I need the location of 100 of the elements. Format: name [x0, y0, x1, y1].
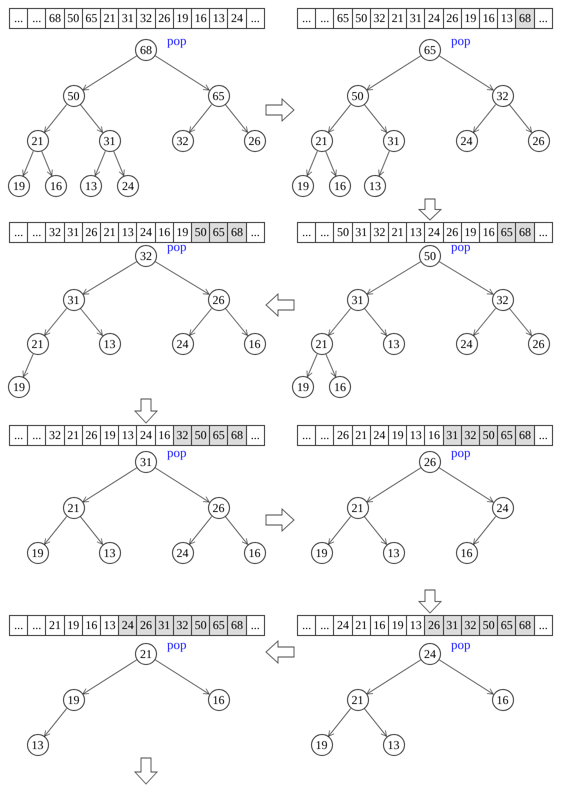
array-cell: ...	[9, 615, 28, 636]
heap-node: 65	[208, 85, 230, 107]
heap-node: 26	[208, 497, 230, 519]
step-arrow	[418, 590, 442, 614]
heap-node: 19	[8, 175, 30, 197]
array-cell: 13	[406, 222, 426, 243]
array-cell: 65	[497, 615, 516, 636]
heap-node: 32	[492, 85, 514, 107]
array-cell: ...	[297, 8, 316, 29]
array-cell: 68	[515, 615, 535, 636]
pop-label: pop	[451, 445, 470, 461]
array-cell: 50	[191, 615, 210, 636]
array-cell: 16	[370, 615, 389, 636]
tree-arrow	[364, 708, 388, 737]
pop-label: pop	[451, 637, 470, 653]
array-cell: 24	[370, 425, 389, 446]
array-cell: 19	[460, 8, 480, 29]
array-cell: 65	[82, 8, 101, 29]
array-cell: ...	[27, 425, 46, 446]
array-cell: 26	[82, 222, 101, 243]
pop-label: pop	[167, 637, 186, 653]
tree-arrow	[188, 104, 212, 133]
array-cell: 19	[64, 615, 83, 636]
array-cell: 16	[154, 425, 174, 446]
tree-arrow	[82, 467, 138, 503]
heap-node: 19	[292, 175, 314, 197]
heap-node: 16	[492, 689, 514, 711]
array-cell: 68	[515, 425, 535, 446]
tree-arrow	[438, 55, 494, 91]
array-cell: 50	[191, 222, 210, 243]
array-cell: ...	[246, 615, 265, 636]
array-cell: 19	[388, 425, 408, 446]
heap-node: 21	[26, 130, 48, 152]
heap-node: 16	[329, 376, 351, 398]
array-cell: 19	[172, 8, 192, 29]
heap-node: 21	[310, 130, 332, 152]
pop-label: pop	[451, 33, 470, 49]
array-cell: ...	[534, 425, 553, 446]
array-cell: 26	[154, 8, 174, 29]
array-cell: 19	[388, 615, 408, 636]
heap-node: 19	[26, 542, 48, 564]
heap-node: 31	[135, 451, 157, 473]
step-arrow	[265, 292, 294, 318]
tree-arrow	[325, 150, 337, 176]
tree-arrow	[41, 150, 53, 176]
tree-arrow	[189, 308, 212, 336]
array-cell: 21	[388, 222, 408, 243]
tree-arrow	[438, 467, 494, 503]
heap-node: 32	[492, 289, 514, 311]
tree-arrow	[378, 150, 390, 176]
array-cell: 50	[479, 425, 498, 446]
tree-arrow	[438, 261, 494, 295]
array-cell: 65	[497, 222, 516, 243]
heap-node: 24	[492, 497, 514, 519]
array-cell: 21	[100, 222, 120, 243]
tree-arrow	[44, 104, 68, 133]
array-cell: 32	[136, 8, 156, 29]
tree-arrow	[22, 354, 34, 378]
array-cell: 26	[82, 425, 101, 446]
array-cell: ...	[534, 8, 553, 29]
tree-arrow	[364, 308, 387, 336]
tree-arrow	[94, 150, 106, 176]
array-cell: 32	[45, 425, 65, 446]
array-cell: 50	[64, 8, 83, 29]
tree-arrow	[328, 708, 352, 737]
heap-node: 16	[244, 333, 266, 355]
array-cell: 31	[64, 222, 83, 243]
tree-arrow	[113, 150, 125, 176]
tree-arrow	[328, 516, 352, 545]
array-cell: 31	[118, 8, 138, 29]
tree-arrow	[22, 150, 34, 176]
heap-node: 19	[292, 376, 314, 398]
heap-node: 13	[382, 734, 404, 756]
heap-node: 21	[26, 333, 48, 355]
heap-node: 24	[172, 542, 194, 564]
array-cell: ...	[9, 8, 28, 29]
array-cell: 19	[100, 425, 120, 446]
step-arrow	[266, 98, 295, 122]
tree-arrow	[82, 659, 138, 695]
heap-node: 19	[8, 376, 30, 398]
tree-arrow	[472, 104, 496, 133]
array-cell: 65	[209, 615, 228, 636]
array-cell: ...	[297, 425, 316, 446]
array-cell: ...	[297, 222, 316, 243]
tree-arrow	[325, 354, 336, 378]
heap-node: 13	[98, 333, 120, 355]
array-cell: 16	[191, 8, 210, 29]
heap-node: 24	[456, 130, 478, 152]
tree-arrow	[44, 308, 67, 336]
array-cell: 16	[479, 222, 498, 243]
pop-label: pop	[167, 33, 186, 49]
array-cell: 26	[136, 615, 156, 636]
array-cell: 26	[442, 222, 462, 243]
heap-node: 32	[135, 245, 157, 267]
array-cell: 65	[209, 222, 228, 243]
array-cell: 50	[333, 222, 353, 243]
heap-node: 21	[346, 497, 368, 519]
array-cell: 13	[118, 425, 138, 446]
array-cell: 50	[352, 8, 371, 29]
tree-arrow	[366, 467, 422, 503]
